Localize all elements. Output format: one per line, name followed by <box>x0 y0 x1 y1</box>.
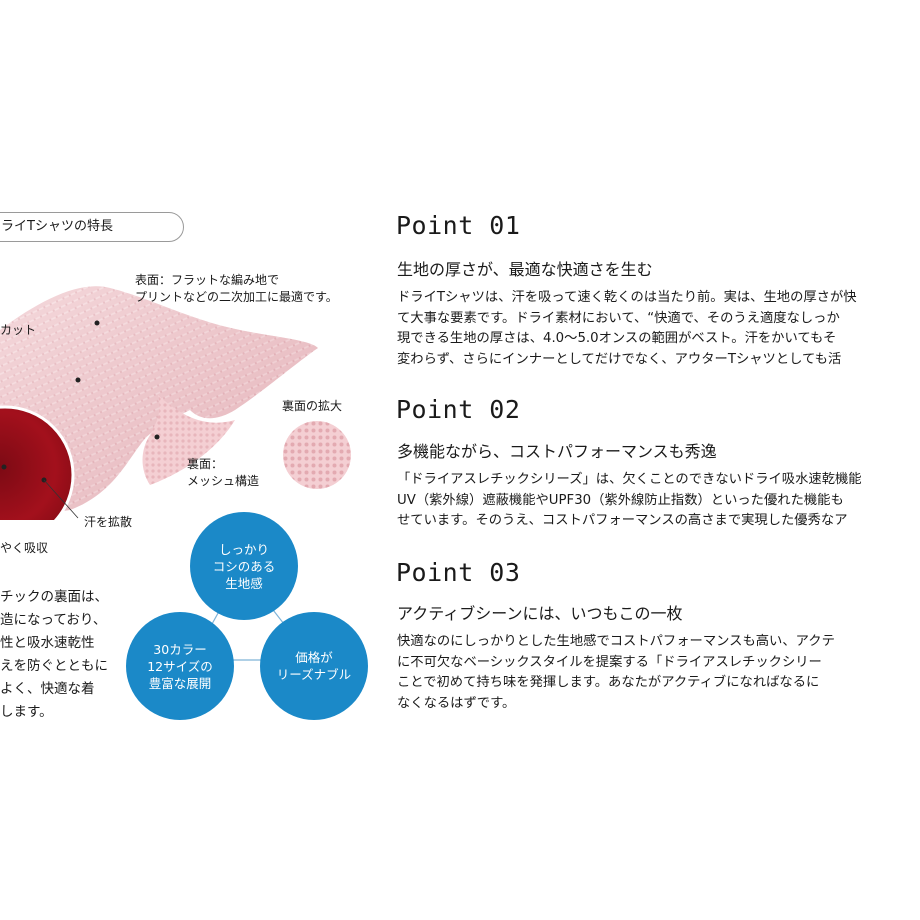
feature-circle-texture: しっかり コシのある 生地感 <box>190 512 298 620</box>
back-zoom-label: 裏面の拡大 <box>282 399 343 413</box>
mesh-zoom-circle <box>283 421 351 489</box>
point-03-heading: アクティブシーンには、いつもこの一枚 <box>397 604 683 623</box>
features-title: ライTシャツの特長 <box>1 219 113 234</box>
point-01-heading: 生地の厚さが、最適な快適さを生む <box>397 260 653 279</box>
fabric-curl <box>142 395 235 485</box>
point-01-title: Point 01 <box>396 211 521 240</box>
point-01-body: ドライTシャツは、汗を吸って速く乾くのは当たり前。実は、生地の厚さが快 て大事な… <box>397 290 857 367</box>
fabric-illustration <box>0 286 318 520</box>
point-02-heading: 多機能ながら、コストパフォーマンスも秀逸 <box>397 442 717 461</box>
feature-circle-variety: 30カラー 12サイズの 豊富な展開 <box>126 612 234 720</box>
point-02-body: 「ドライアスレチックシリーズ」は、欠くことのできないドライ吸水速乾機能 UV（紫… <box>397 472 862 528</box>
feature-circle-price: 価格が リーズナブル <box>260 612 368 720</box>
absorb-label: やく吸収 <box>0 541 49 555</box>
point-03-title: Point 03 <box>396 558 521 587</box>
left-description: チックの裏面は、 造になっており、 性と吸水速乾性 えを防ぐとともに よく、快適… <box>0 589 108 720</box>
point-03-body: 快適なのにしっかりとした生地感でコストパフォーマンスも高い、アクテ に不可欠なベ… <box>397 634 835 711</box>
back-mesh-label: 裏面： メッシュ構造 <box>187 457 260 488</box>
surface-label: 表面：フラットな編み地で プリントなどの二次加工に最適です。 <box>135 273 338 304</box>
point-02-title: Point 02 <box>396 395 521 424</box>
sweat-spread-label: 汗を拡散 <box>84 515 133 529</box>
uv-cut-label: カット <box>0 323 37 337</box>
features-title-pill: ライTシャツの特長 <box>0 212 184 242</box>
